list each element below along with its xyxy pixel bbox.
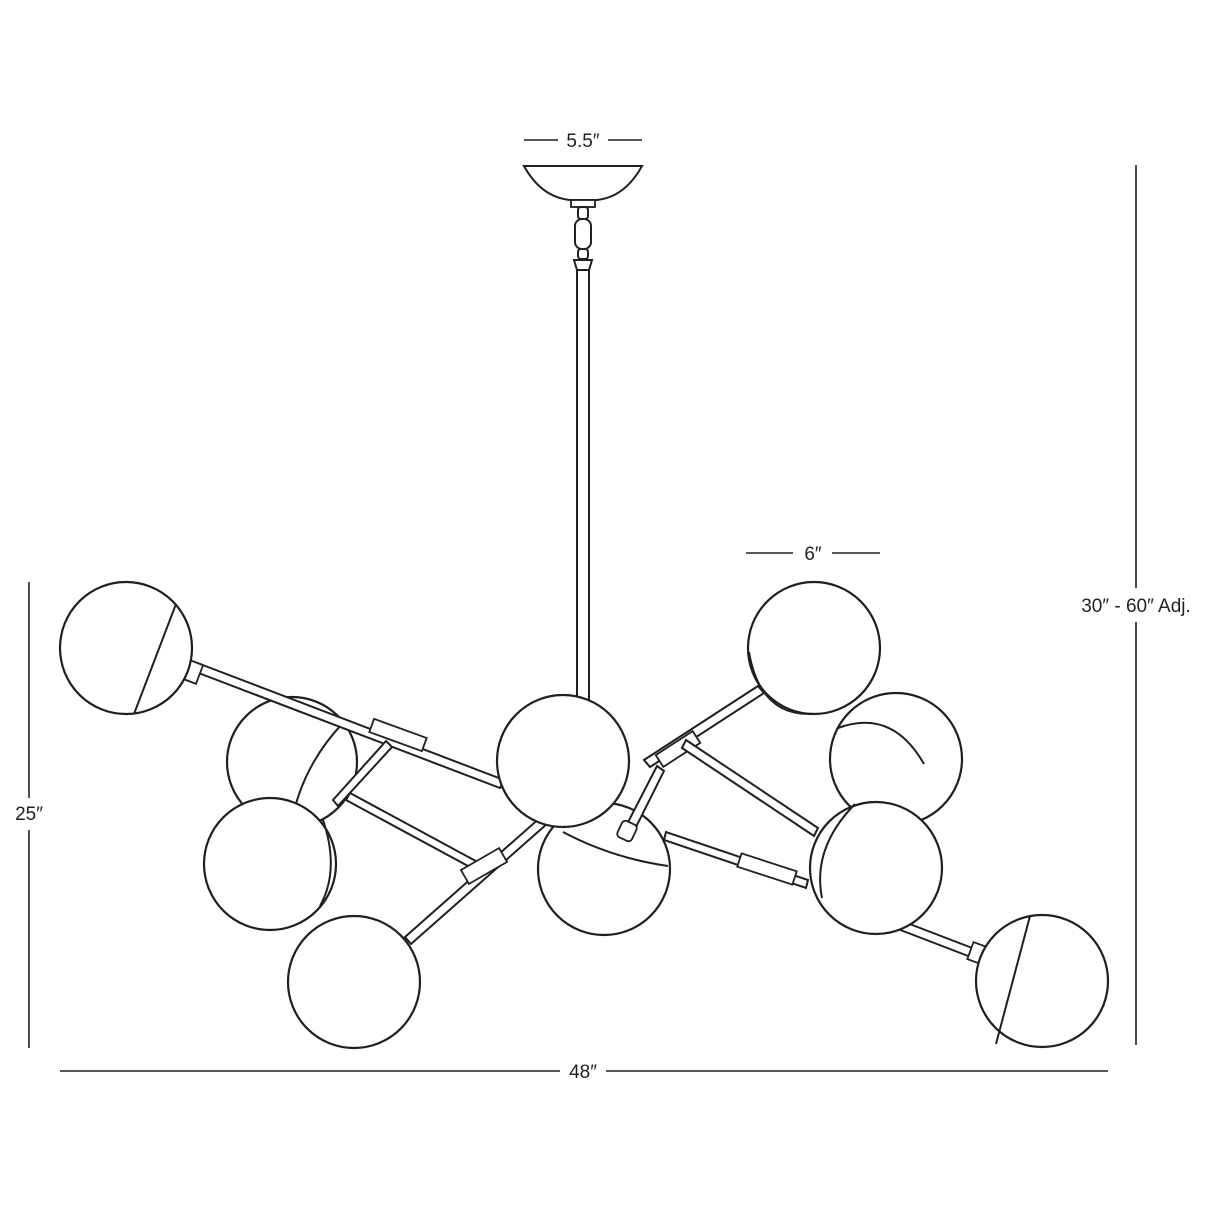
overall-width-dimension: 48″: [60, 1062, 1108, 1083]
overall-height-label: 30″ - 60″ Adj.: [1081, 596, 1191, 617]
globe-diameter-label: 6″: [804, 544, 822, 565]
globe-diameter-dimension: 6″: [746, 544, 880, 565]
globe-back-center: [536, 801, 672, 937]
arm-left-mid: [331, 717, 509, 886]
globe-center: [495, 693, 631, 829]
canopy: [522, 165, 644, 208]
arm-right-mid: [662, 738, 820, 890]
fixture-height-dimension: 25″: [15, 582, 43, 1048]
arm-center-drop: [616, 764, 666, 843]
globe-far-left: [58, 580, 194, 716]
fixture-height-label: 25″: [15, 804, 43, 825]
stem: [572, 259, 594, 702]
globe-left-mid: [202, 796, 338, 932]
chain: [574, 206, 592, 260]
canopy-width-dimension: 5.5″: [524, 131, 642, 152]
canopy-width-label: 5.5″: [566, 131, 599, 152]
globe-bottom-left: [286, 914, 422, 1050]
overall-width-label: 48″: [569, 1062, 597, 1083]
globe-upper-right: [746, 580, 882, 716]
overall-height-dimension: 30″ - 60″ Adj.: [1081, 165, 1191, 1045]
globe-far-right: [974, 913, 1110, 1049]
globe-right-mid: [808, 800, 944, 936]
